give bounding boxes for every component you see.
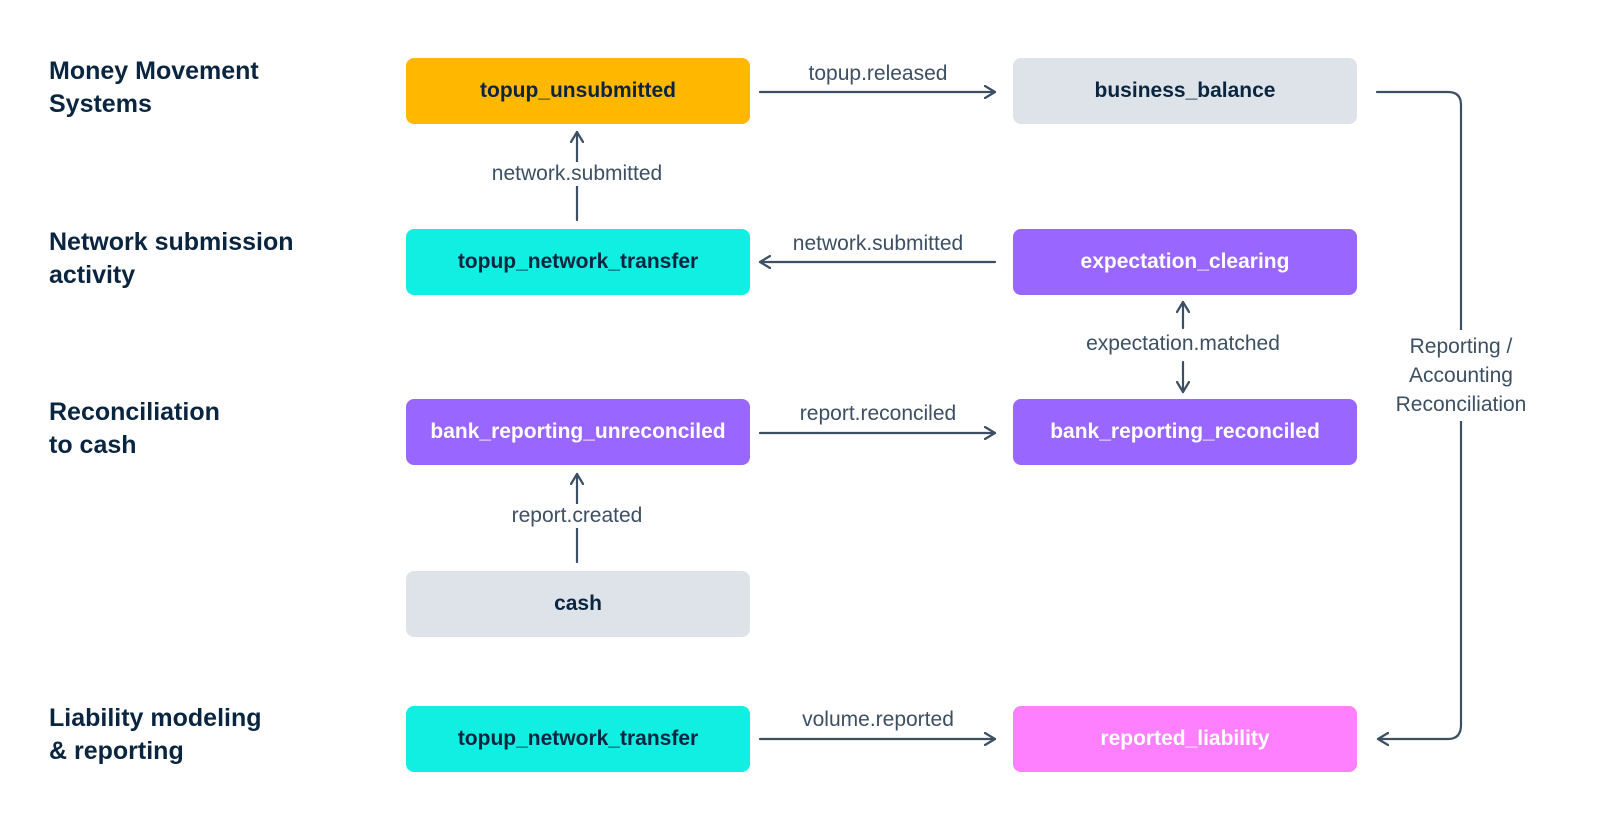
edge-label-report-created: report.created bbox=[507, 504, 647, 528]
edge-label-network-submitted-vertical: network.submitted bbox=[487, 162, 667, 186]
row-label-network-submission: Network submission activity bbox=[49, 228, 294, 289]
edge-label-reporting-accounting: Reporting / Accounting Reconciliation bbox=[1381, 330, 1541, 421]
node-bank-reporting-reconciled: bank_reporting_reconciled bbox=[1013, 399, 1357, 465]
edge-label-topup-released: topup.released bbox=[808, 62, 948, 85]
node-cash: cash bbox=[406, 571, 750, 637]
row-label-money-movement: Money Movement Systems bbox=[49, 57, 259, 118]
node-topup-network-transfer-liability: topup_network_transfer bbox=[406, 706, 750, 772]
row-label-reconciliation: Reconciliation to cash bbox=[49, 398, 220, 459]
node-business-balance: business_balance bbox=[1013, 58, 1357, 124]
node-topup-unsubmitted: topup_unsubmitted bbox=[406, 58, 750, 124]
edge-label-network-submitted-horizontal: network.submitted bbox=[792, 232, 964, 255]
node-expectation-clearing: expectation_clearing bbox=[1013, 229, 1357, 295]
node-bank-reporting-unreconciled: bank_reporting_unreconciled bbox=[406, 399, 750, 465]
edge-label-report-reconciled: report.reconciled bbox=[799, 402, 957, 425]
edge-label-expectation-matched: expectation.matched bbox=[1082, 332, 1284, 356]
edge-label-volume-reported: volume.reported bbox=[802, 708, 954, 731]
node-reported-liability: reported_liability bbox=[1013, 706, 1357, 772]
node-topup-network-transfer: topup_network_transfer bbox=[406, 229, 750, 295]
row-label-liability: Liability modeling & reporting bbox=[49, 704, 262, 765]
